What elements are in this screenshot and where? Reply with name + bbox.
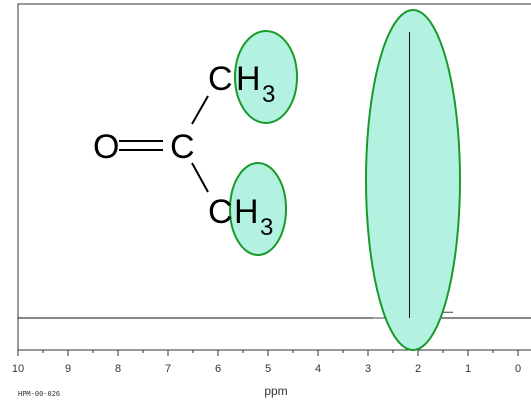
single-bond-upper [191, 95, 209, 125]
x-tick-label: 2 [415, 363, 421, 375]
oxygen-atom: O [93, 128, 119, 166]
x-tick-label: 6 [215, 363, 221, 375]
x-axis-title: ppm [264, 384, 287, 398]
methyl-top-hydrogen: H [236, 60, 261, 98]
sample-id-label: HPM-00-026 [18, 390, 60, 398]
x-tick-label: 7 [165, 363, 171, 375]
x-tick-label: 8 [115, 363, 121, 375]
x-tick-label: 3 [365, 363, 371, 375]
methyl-top-subscript: 3 [262, 81, 275, 108]
methyl-bottom-carbon-atom: C [208, 193, 233, 231]
plot-frame [17, 3, 531, 351]
methyl-bottom-highlight-ellipse [229, 162, 287, 256]
carbonyl-carbon-atom: C [170, 128, 195, 166]
x-tick-label: 4 [315, 363, 321, 375]
x-tick-label: 1 [465, 363, 471, 375]
x-tick-label: 5 [265, 363, 271, 375]
x-tick-label: 0 [515, 363, 521, 375]
x-tick-label: 9 [65, 363, 71, 375]
methyl-top-carbon-atom: C [208, 60, 233, 98]
acetone-structure: O C C H 3 C H 3 [93, 30, 298, 256]
methyl-bottom-subscript: 3 [260, 214, 273, 241]
single-bond-lower [191, 162, 209, 193]
peak-highlight-ellipse [365, 9, 461, 351]
methyl-bottom-hydrogen: H [234, 193, 259, 231]
x-tick-label: 10 [12, 363, 24, 375]
methyl-top-highlight-ellipse [234, 30, 298, 124]
